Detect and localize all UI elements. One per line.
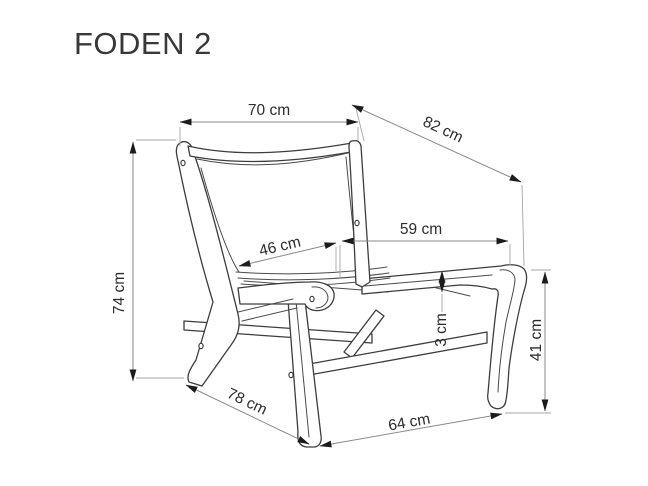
near-seat-rail xyxy=(237,298,298,322)
back-stile-left-and-rear-leg xyxy=(175,141,240,387)
dim-line-46 xyxy=(238,242,337,267)
dimension-label-41cm: 41 cm xyxy=(528,319,545,361)
dim-line-64 xyxy=(319,412,503,448)
dim-line-78 xyxy=(185,384,310,445)
far-armrest-crease xyxy=(497,269,516,393)
panel-border-left xyxy=(200,167,240,273)
extension-lines xyxy=(136,107,551,414)
dimension-label-70cm: 70 cm xyxy=(248,102,290,119)
screw-dot xyxy=(180,159,186,167)
dimension-label-82cm: 82 cm xyxy=(420,113,465,146)
backrest-top-rail xyxy=(187,142,353,163)
panel-border-bottom-2 xyxy=(237,272,390,281)
product-title: FODEN 2 xyxy=(74,26,212,61)
chair-drawing xyxy=(175,140,528,448)
near-armrest-hook-crease xyxy=(311,286,329,309)
far-armrest-topline xyxy=(364,274,493,287)
near-armrest xyxy=(237,281,335,312)
webbing-top-curve xyxy=(196,152,349,166)
dimension-lines xyxy=(129,104,549,448)
screw-dot xyxy=(354,219,360,227)
panel-border-bottom-1 xyxy=(235,266,388,275)
dimension-label-59cm: 59 cm xyxy=(400,221,442,238)
dimension-label-3cm: 3 cm xyxy=(433,313,450,347)
dimension-label-74cm: 74 cm xyxy=(111,272,128,314)
screw-dot xyxy=(309,295,315,303)
screw-dot xyxy=(288,371,294,379)
dim-line-82 xyxy=(351,104,522,183)
screw-dot xyxy=(198,342,204,350)
dimension-label-64cm: 64 cm xyxy=(387,411,432,435)
back-stile-right xyxy=(348,140,371,288)
